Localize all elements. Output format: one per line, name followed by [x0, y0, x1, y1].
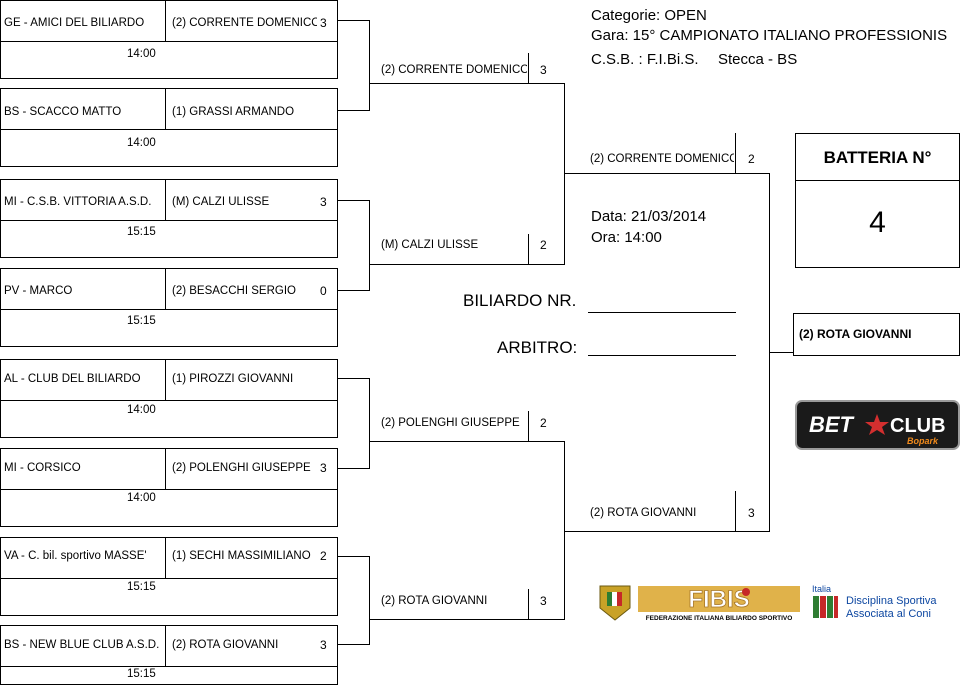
player-name: (2) ROTA GIOVANNI	[590, 507, 697, 519]
match-time: 14:00	[127, 137, 156, 149]
club-label: PV - MARCO	[4, 285, 73, 297]
match-time: 15:15	[127, 581, 156, 593]
bet-club-logo: BET CLUB Bopark	[795, 400, 960, 450]
fibis-caption: FEDERAZIONE ITALIANA BILIARDO SPORTIVO	[646, 615, 793, 622]
bopark-text: Bopark	[907, 436, 939, 446]
referee-line	[588, 355, 736, 357]
specialty-label: Stecca - BS	[718, 51, 798, 68]
club-label: MI - CORSICO	[4, 462, 81, 474]
player-score: 3	[320, 638, 327, 652]
table-number-line	[588, 312, 736, 314]
player-name: (1) GRASSI ARMANDO	[172, 106, 295, 118]
coni-italia-text: Italia	[812, 584, 831, 594]
match-hour: Ora: 14:00	[591, 229, 662, 246]
player-name: (2) POLENGHI GIUSEPPE	[172, 462, 311, 474]
player-name: (2) ROTA GIOVANNI	[172, 639, 279, 651]
coni-line3-text: Associata al Coni	[846, 608, 931, 620]
club-text: CLUB	[890, 415, 946, 437]
player-name: (M) CALZI ULISSE	[381, 239, 479, 251]
club-label: MI - C.S.B. VITTORIA A.S.D.	[4, 196, 152, 208]
batteria-label: BATTERIA N°	[823, 148, 932, 167]
player-score: 3	[748, 506, 755, 520]
club-label: VA - C. bil. sportivo MASSE'	[4, 550, 147, 562]
player-name: (1) PIROZZI GIOVANNI	[172, 373, 294, 385]
player-name: (1) SECHI MASSIMILIANO	[172, 550, 311, 562]
batteria-number: 4	[869, 206, 886, 239]
club-label: BS - SCACCO MATTO	[4, 106, 122, 118]
player-score: 3	[540, 594, 547, 608]
fibis-text: FIBIS	[688, 586, 749, 613]
player-score: 3	[320, 16, 327, 30]
winner-name: (2) ROTA GIOVANNI	[799, 327, 912, 341]
player-score: 2	[748, 152, 755, 166]
coni-line2-text: Disciplina Sportiva	[846, 595, 937, 607]
match-time: 14:00	[127, 404, 156, 416]
bet-club-logo-graphic: BET CLUB Bopark	[795, 400, 960, 450]
match-time: 15:15	[127, 668, 156, 680]
match-time: 14:00	[127, 492, 156, 504]
club-label: GE - AMICI DEL BILIARDO	[4, 17, 145, 29]
event-title: Gara: 15° CAMPIONATO ITALIANO PROFESSION…	[591, 27, 948, 44]
player-name: (2) CORRENTE DOMENICO MA	[172, 17, 317, 29]
coni-logo: Italia Disciplina Sportiva Associata al …	[810, 582, 960, 624]
player-name: (2) POLENGHI GIUSEPPE	[381, 417, 520, 429]
club-label: BS - NEW BLUE CLUB A.S.D.	[4, 639, 160, 651]
bet-text: BET	[809, 412, 855, 437]
player-score: 3	[320, 195, 327, 209]
player-name: (2) BESACCHI SERGIO	[172, 285, 296, 297]
player-score: 3	[320, 461, 327, 475]
player-name: (2) ROTA GIOVANNI	[381, 595, 488, 607]
fibis-logo: FIBIS FEDERAZIONE ITALIANA BILIARDO SPOR…	[598, 580, 802, 624]
player-name: (M) CALZI ULISSE	[172, 196, 270, 208]
player-name: (2) CORRENTE DOMENICO MA	[381, 64, 527, 76]
coni-logo-graphic: Italia Disciplina Sportiva Associata al …	[812, 584, 937, 620]
match-time: 14:00	[127, 48, 156, 60]
player-score: 2	[320, 549, 327, 563]
match-date: Data: 21/03/2014	[591, 208, 707, 225]
organizer-label: C.S.B. : F.I.Bi.S.	[591, 51, 699, 68]
referee-label: ARBITRO:	[497, 338, 578, 357]
match-time: 15:15	[127, 315, 156, 327]
player-name: (2) CORRENTE DOMENICO MA	[590, 153, 734, 165]
match-time: 15:15	[127, 226, 156, 238]
player-score: 2	[540, 238, 547, 252]
fibis-logo-graphic: FIBIS FEDERAZIONE ITALIANA BILIARDO SPOR…	[599, 585, 800, 622]
table-number-label: BILIARDO NR.	[463, 291, 577, 310]
player-score: 2	[540, 416, 547, 430]
player-score: 3	[540, 63, 547, 77]
club-label: AL - CLUB DEL BILIARDO	[4, 373, 141, 385]
player-score: 0	[320, 284, 327, 298]
category-label: Categorie: OPEN	[591, 7, 707, 24]
